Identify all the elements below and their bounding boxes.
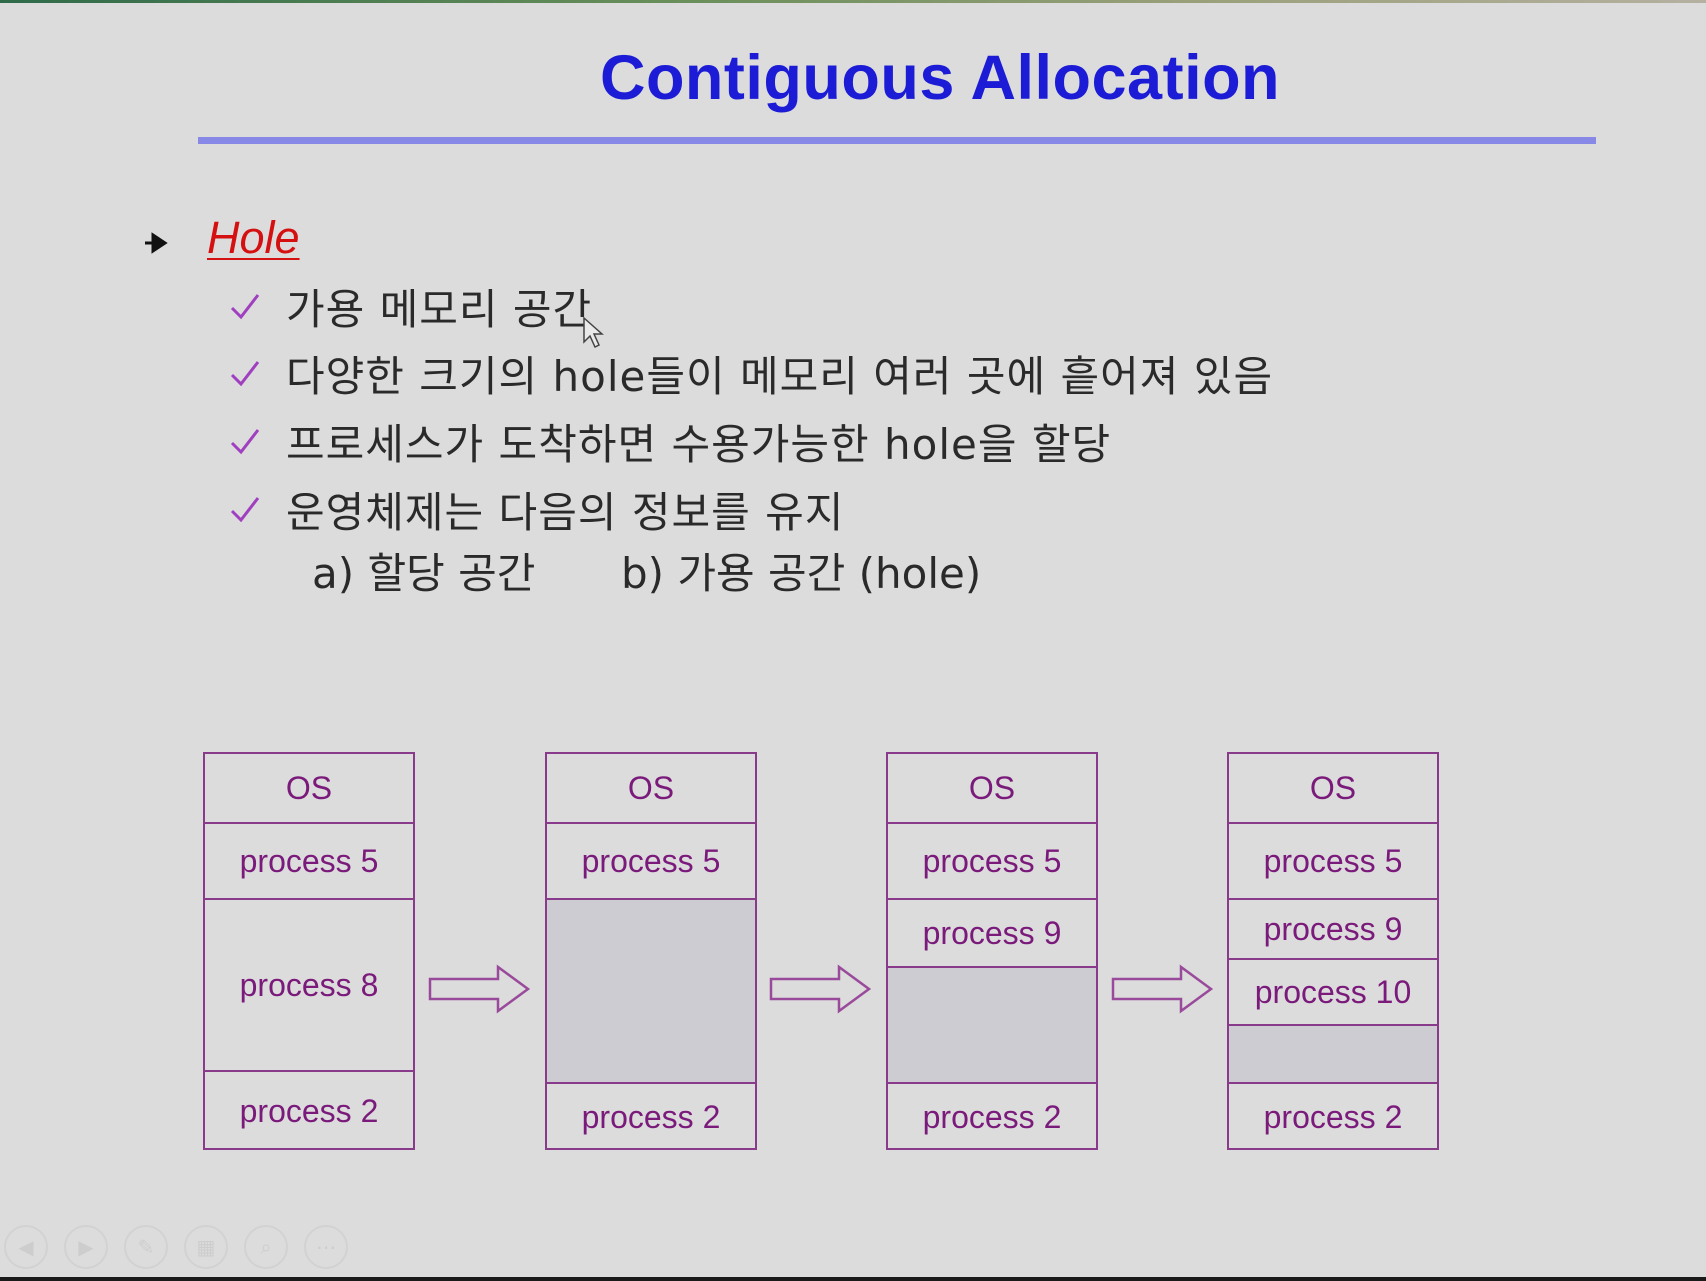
bullet-text: 가용 메모리 공간 [286,284,593,334]
pen-icon[interactable]: ✎ [124,1225,168,1269]
zoom-icon[interactable]: ⌕ [244,1225,288,1269]
right-arrow-icon [769,964,872,1014]
memory-column-1: OS process 5 process 8 process 2 [203,752,415,1150]
more-icon[interactable]: ⋯ [304,1225,348,1269]
bullet-item: 운영체제는 다음의 정보를 유지 [228,481,844,537]
memory-segment-process: process 8 [205,900,413,1072]
slide-title: Contiguous Allocation [599,43,1281,113]
bullet-arrow-icon [145,232,168,254]
bullet-item: 프로세스가 도착하면 수용가능한 hole을 할당 [228,413,1111,469]
bullet-text: 프로세스가 도착하면 수용가능한 hole을 할당 [286,419,1112,469]
checkmark-icon [230,429,260,455]
top-accent-bar [0,0,1706,3]
memory-segment-os: OS [1229,754,1437,824]
checkmark-icon [230,361,260,387]
memory-segment-process: process 2 [581,1098,721,1135]
memory-segment-os: OS [888,754,1096,824]
checkmark-icon [230,294,260,320]
memory-segment-os: OS [205,754,413,824]
sub-item-a: a) 할당 공간 [312,549,536,598]
sub-item-b: b) 가용 공간 (hole) [621,549,982,598]
memory-segment-process: process 2 [1263,1098,1403,1135]
memory-segment-process: process 10 [1229,960,1437,1026]
memory-hole [547,900,755,1084]
memory-segment-os: OS [547,754,755,824]
memory-segment-process: process 2 [922,1098,1062,1135]
memory-column-2: OS process 5 process 2 [545,752,757,1150]
memory-segment-process: process 5 [547,824,755,900]
memory-segment-process: process 9 [1229,900,1437,960]
memory-segment-process: process 5 [1229,824,1437,900]
slides-icon[interactable]: ▦ [184,1225,228,1269]
prev-icon[interactable]: ◀ [4,1225,48,1269]
slide-navigation: ◀ ▶ ✎ ▦ ⌕ ⋯ [4,1225,348,1271]
checkmark-icon [230,497,260,523]
memory-segment-process: process 9 [888,900,1096,968]
memory-segment-process: process 5 [888,824,1096,900]
memory-hole [1229,1026,1437,1084]
right-arrow-icon [428,964,531,1014]
heading-hole: Hole [207,212,300,263]
memory-segment-process: process 2 [239,1092,379,1129]
bullet-item: 가용 메모리 공간 [228,278,592,334]
memory-column-4: OS process 5 process 9 process 10 proces… [1227,752,1439,1150]
right-arrow-icon [1111,964,1214,1014]
bullet-item: 다양한 크기의 hole들이 메모리 여러 곳에 흩어져 있음 [228,345,1273,401]
title-rule [198,137,1596,144]
bullet-text: 다양한 크기의 hole들이 메모리 여러 곳에 흩어져 있음 [286,351,1274,401]
memory-hole [888,968,1096,1084]
mouse-cursor-icon [583,316,604,349]
next-icon[interactable]: ▶ [64,1225,108,1269]
memory-segment-process: process 5 [205,824,413,900]
memory-column-3: OS process 5 process 9 process 2 [886,752,1098,1150]
bullet-text: 운영체제는 다음의 정보를 유지 [286,487,845,537]
